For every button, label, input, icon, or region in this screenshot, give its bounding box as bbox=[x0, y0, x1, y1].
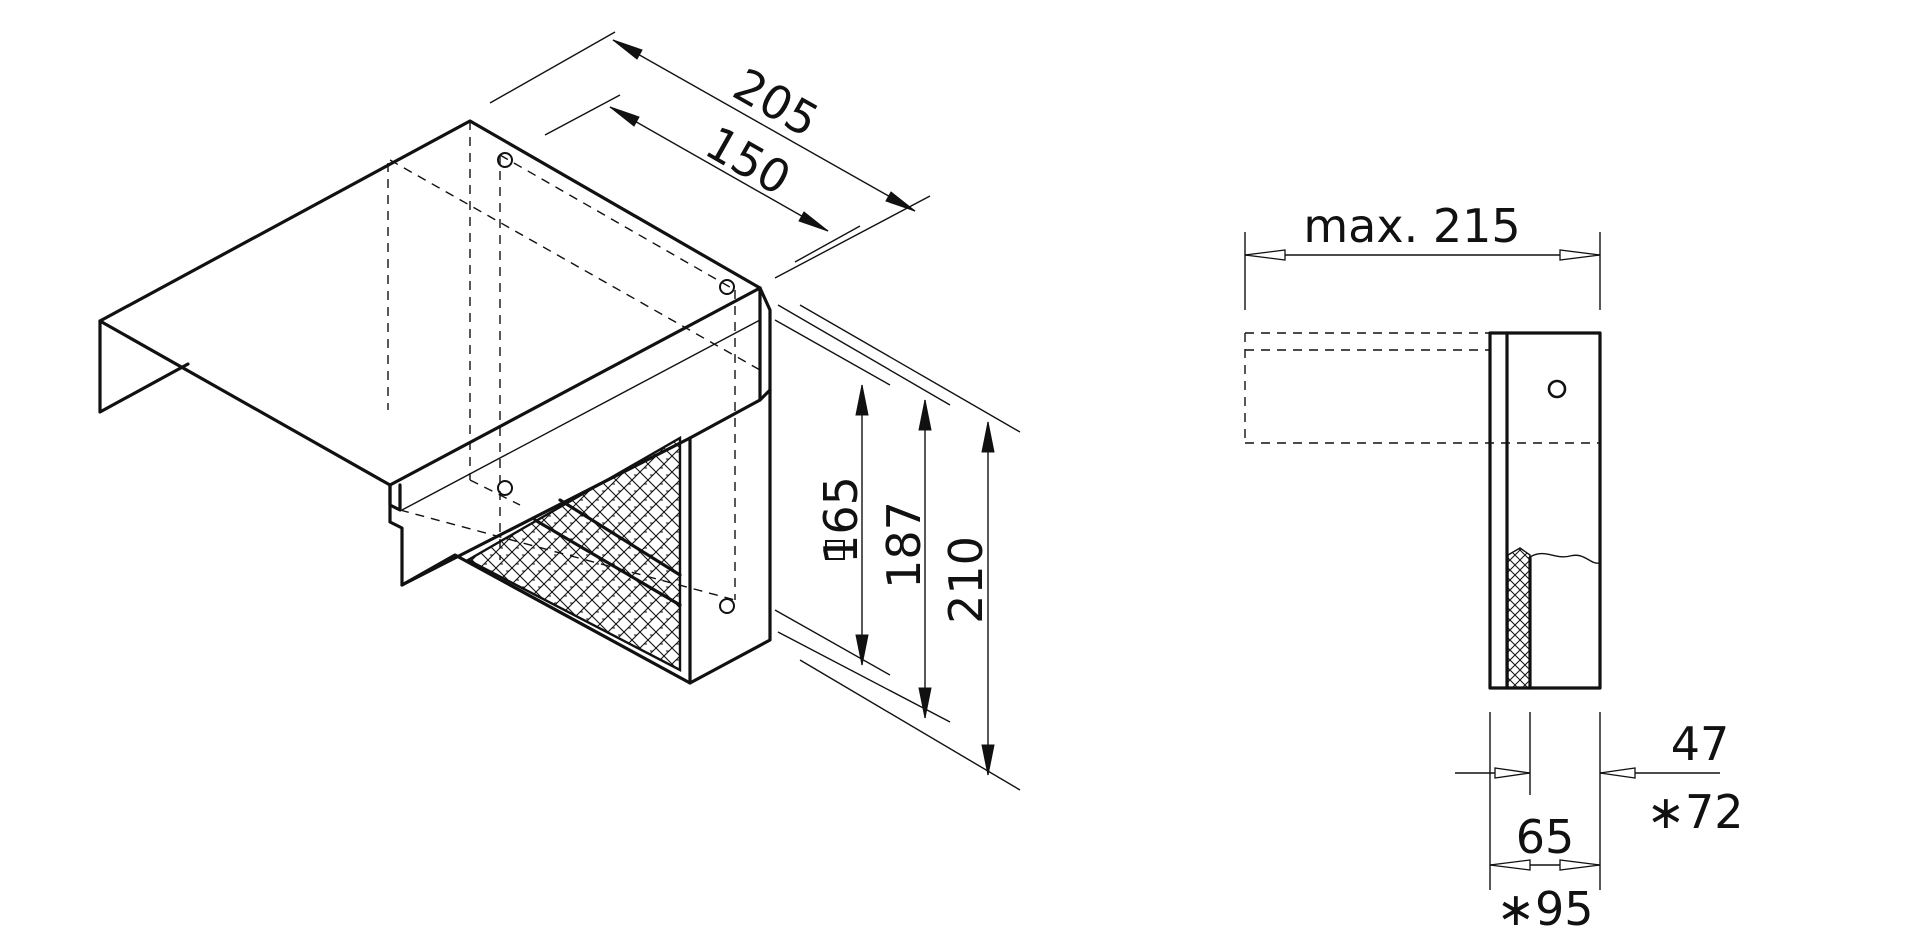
side-body bbox=[1488, 331, 1602, 690]
screw-hole-icon bbox=[1547, 379, 1567, 399]
dim-max-width: max. 215 bbox=[1303, 199, 1520, 253]
top-plate-front-lip bbox=[98, 319, 190, 414]
square-symbol-icon bbox=[825, 540, 845, 560]
dim-height: 165 187 210 bbox=[774, 304, 1021, 791]
top-plate bbox=[98, 119, 762, 487]
dim-square: 165 bbox=[814, 476, 868, 564]
dim-b: 65 bbox=[1516, 810, 1575, 864]
screw-hole-icon bbox=[719, 279, 735, 295]
filter-insert bbox=[465, 435, 682, 672]
side-filter-insert bbox=[1507, 547, 1531, 689]
dim-depth: 205 150 bbox=[489, 31, 931, 279]
dim-a: 47 bbox=[1671, 717, 1730, 771]
screw-hole-icon bbox=[719, 598, 735, 614]
right-box bbox=[400, 286, 772, 685]
dim-b-alt: ∗95 bbox=[1496, 882, 1593, 935]
dim-height-inner: 187 bbox=[877, 501, 931, 589]
side-view: max. 215 47 ∗72 65 ∗95 bbox=[1244, 199, 1744, 935]
dim-a-alt: ∗72 bbox=[1646, 785, 1743, 839]
screw-hole-icon bbox=[497, 480, 513, 496]
isometric-view: 205 150 165 187 bbox=[98, 31, 1021, 791]
screw-hole-icon bbox=[497, 152, 513, 168]
dim-height-outer: 210 bbox=[939, 536, 993, 624]
